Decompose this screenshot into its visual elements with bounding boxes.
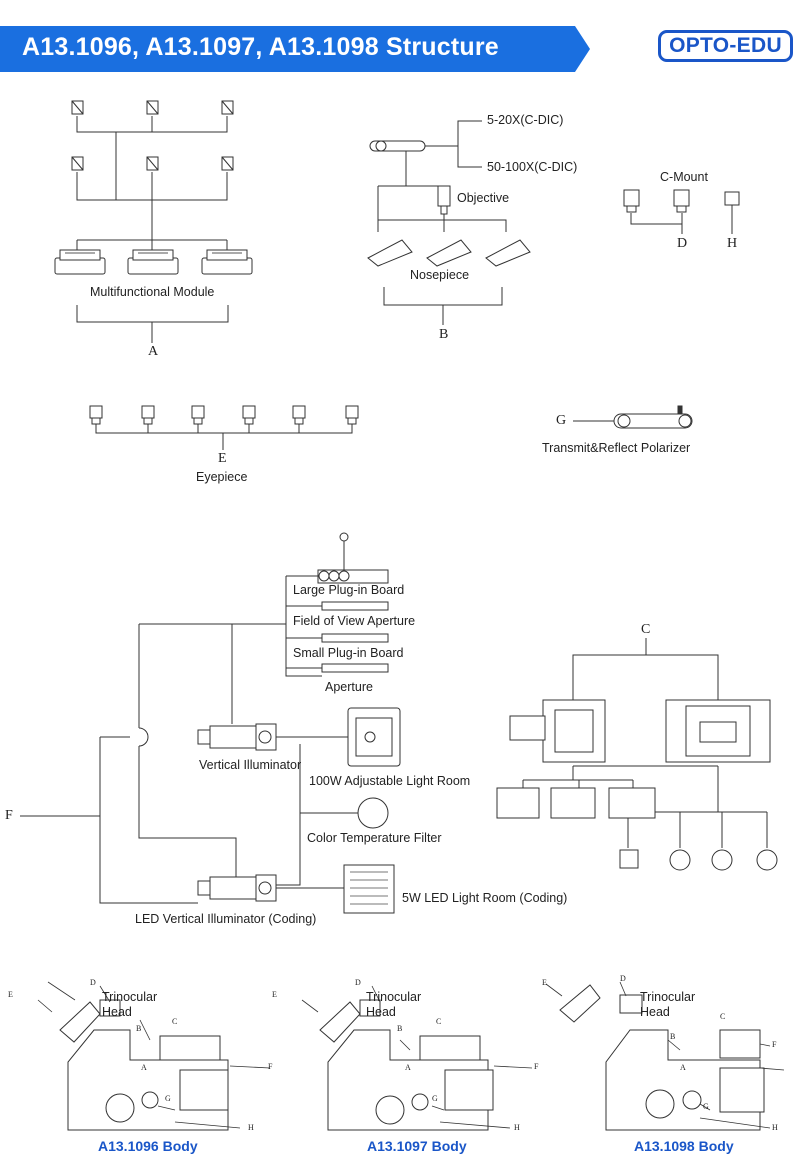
body-1096-caption: A13.1096 Body [98, 1138, 198, 1154]
body-1098-e: E [542, 978, 547, 987]
body-1098-head: Head [640, 1005, 670, 1019]
body-1097-trinocular: Trinocular [366, 990, 422, 1004]
small-plug-label: Small Plug-in Board [293, 646, 404, 660]
body-1098-a: A [680, 1063, 686, 1072]
b-bracket [383, 287, 503, 325]
body-1097-e: E [272, 990, 277, 999]
body-1096-c: C [172, 1017, 178, 1026]
light-room-group [343, 707, 401, 914]
label-d: D [677, 236, 688, 251]
body-1098-caption: A13.1098 Body [634, 1138, 734, 1154]
a-bracket [76, 305, 229, 343]
body-1098-g: G [703, 1102, 709, 1111]
objective-label: Objective [457, 191, 510, 205]
prism-group [71, 100, 234, 171]
body-1096-e: E [8, 990, 13, 999]
label-f: F [5, 808, 13, 823]
large-plug-label: Large Plug-in Board [293, 583, 405, 597]
body-1096 [37, 981, 271, 1131]
eyepiece-group [89, 405, 359, 425]
body-1098-f: F [772, 1040, 777, 1049]
c-dic-slider [369, 140, 426, 152]
aperture-label: Aperture [325, 680, 373, 694]
c-dic-50-100x-label: 50-100X(C-DIC) [487, 160, 578, 174]
nosepiece-group [367, 239, 531, 267]
body-1097-a: A [405, 1063, 411, 1072]
label-e: E [218, 451, 227, 466]
body-1098-d: D [620, 974, 626, 983]
label-g: G [556, 413, 567, 428]
polarizer-part [613, 405, 693, 429]
body-1097 [301, 985, 533, 1131]
body-1097-head: Head [366, 1005, 396, 1019]
label-c: C [641, 622, 651, 637]
vertical-illuminator-label: Vertical Illuminator [199, 758, 302, 772]
stage-group [496, 699, 778, 871]
title-banner: A13.1096, A13.1097, A13.1098 Structure [0, 26, 590, 72]
body-1096-h: H [248, 1123, 254, 1132]
body-1096-trinocular: Trinocular [102, 990, 158, 1004]
multifunctional-module-label: Multifunctional Module [90, 285, 215, 299]
body-1096-b: B [136, 1024, 142, 1033]
c-dic-lines [405, 120, 482, 186]
a-tree-lines [76, 116, 228, 255]
body-1098-c: C [720, 1012, 726, 1021]
body-1097-f: F [534, 1062, 539, 1071]
brand-logo: OPTO-EDU [658, 30, 793, 62]
illuminator-group [197, 723, 277, 902]
body-1096-f: F [268, 1062, 273, 1071]
body-1097-h: H [514, 1123, 520, 1132]
body-1097-c: C [436, 1017, 442, 1026]
e-lines [95, 424, 353, 450]
c-tree-lines [522, 638, 768, 848]
nosepiece-label: Nosepiece [410, 268, 470, 282]
c-mount-group [623, 189, 740, 213]
polarizer-label: Transmit&Reflect Polarizer [542, 441, 691, 455]
body-1098-h: H [772, 1123, 778, 1132]
body-1098-trinocular: Trinocular [640, 990, 696, 1004]
c-mount-lines [630, 205, 733, 234]
body-1097-b: B [397, 1024, 403, 1033]
body-1097-d: D [355, 978, 361, 987]
body-1098-b: B [670, 1032, 676, 1041]
f-tree-lines [20, 575, 360, 904]
color-filter-label: Color Temperature Filter [307, 831, 442, 845]
label-a: A [148, 344, 159, 359]
objective-part [437, 185, 451, 215]
body-1098 [545, 981, 785, 1131]
banner-shape [0, 26, 590, 72]
c-mount-label: C-Mount [660, 170, 708, 184]
body-1096-head: Head [102, 1005, 132, 1019]
led-light-room-label: 5W LED Light Room (Coding) [402, 891, 568, 905]
b-tree-lines [377, 185, 507, 232]
page-title: A13.1096, A13.1097, A13.1098 Structure [22, 33, 499, 61]
body-1097-caption: A13.1097 Body [367, 1138, 467, 1154]
label-b: B [439, 327, 449, 342]
body-1096-a: A [141, 1063, 147, 1072]
body-1097-g: G [432, 1094, 438, 1103]
light-room-100w-label: 100W Adjustable Light Room [309, 774, 471, 788]
eyepiece-label: Eyepiece [196, 470, 248, 484]
led-illuminator-label: LED Vertical Illuminator (Coding) [135, 912, 317, 926]
label-h: H [727, 236, 738, 251]
body-1096-d: D [90, 978, 96, 987]
body-1096-g: G [165, 1094, 171, 1103]
field-aperture-label: Field of View Aperture [293, 614, 416, 628]
module-group [54, 249, 253, 275]
c-dic-5-20x-label: 5-20X(C-DIC) [487, 113, 564, 127]
